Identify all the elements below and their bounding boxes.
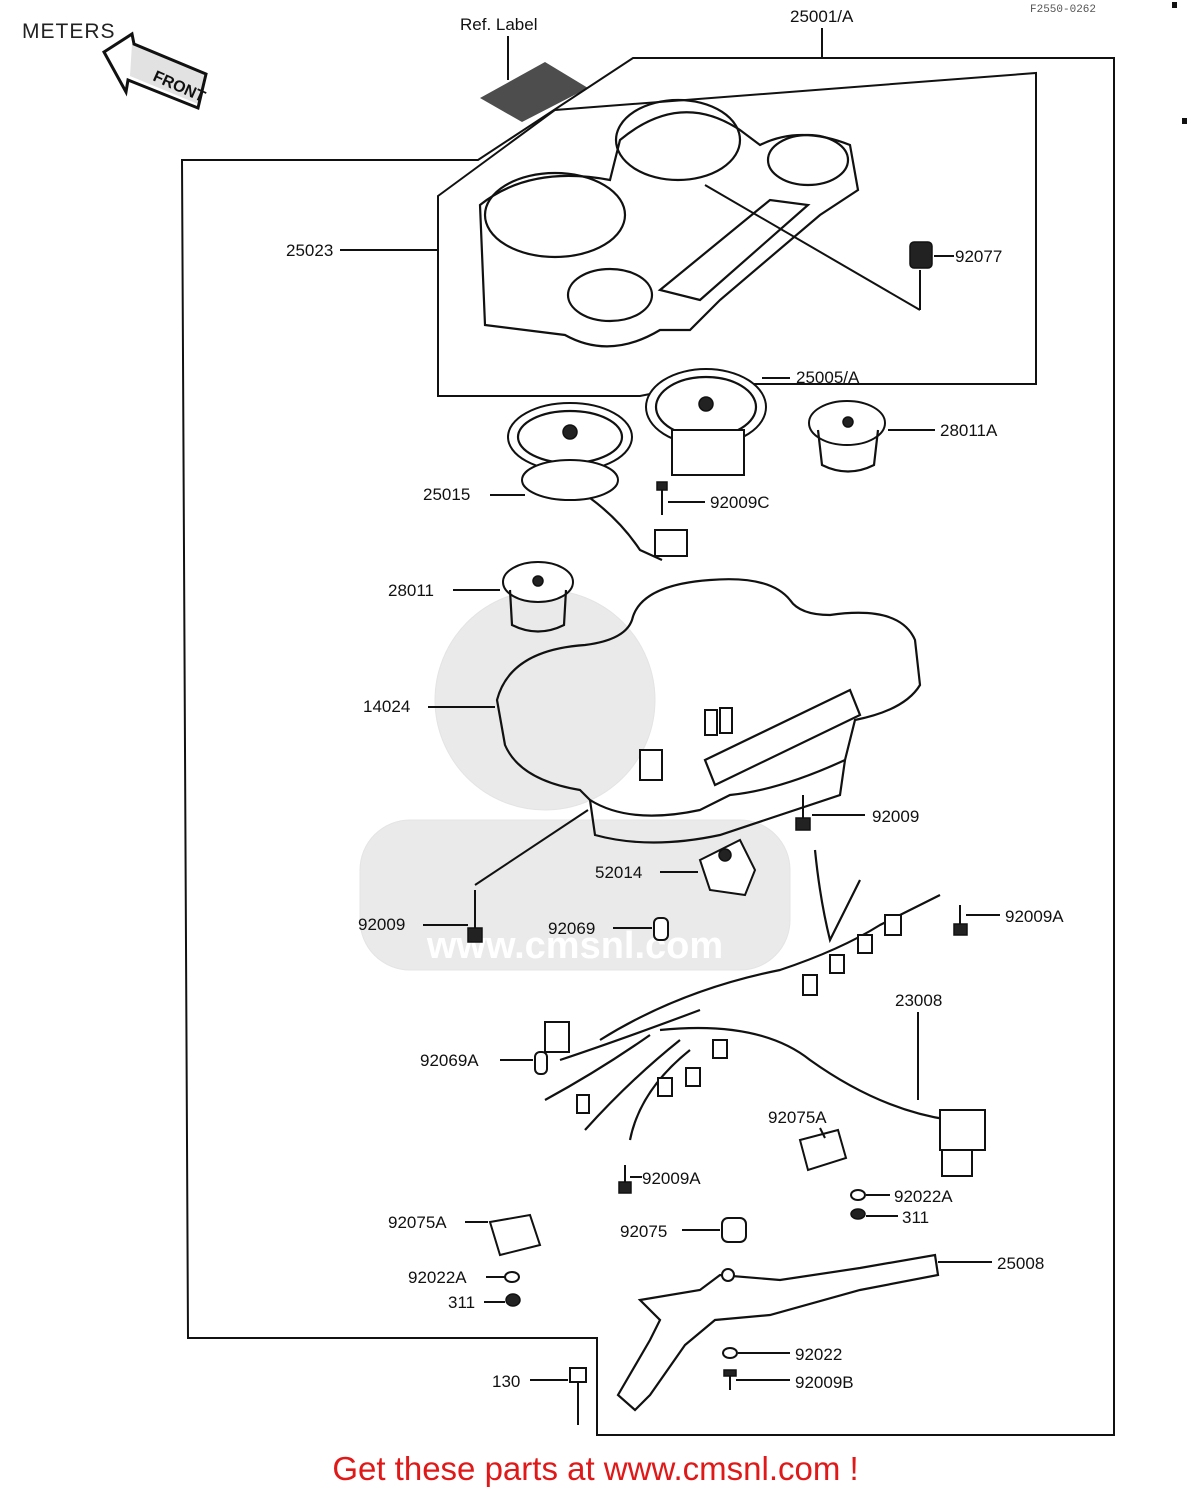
label-92009B: 92009B (795, 1373, 854, 1392)
label-28011: 28011 (388, 581, 434, 600)
screw-icon (656, 481, 668, 515)
grommet-92077 (704, 184, 933, 311)
gauge-28011 (502, 561, 574, 633)
diagram-code: F2550-0262 (1030, 4, 1096, 16)
label-92009A-right: 92009A (1005, 907, 1064, 926)
washer-icon (722, 1347, 738, 1359)
page-title: METERS (22, 20, 116, 43)
label-92022A-left: 92022A (408, 1268, 467, 1287)
label-52014: 52014 (595, 863, 642, 882)
label-23008: 23008 (895, 991, 942, 1010)
label-25023: 25023 (286, 241, 333, 260)
washer-icon (850, 1189, 866, 1201)
label-92009C: 92009C (710, 493, 770, 512)
leader-line (819, 1127, 826, 1139)
ref-label-sticker (480, 62, 588, 122)
bracket-25008 (616, 1253, 940, 1412)
label-92075A-right: 92075A (768, 1108, 827, 1127)
screw-icon (953, 905, 968, 936)
label-ref-label: Ref. Label (460, 15, 538, 34)
damper-92075A-right (798, 1128, 848, 1172)
bulb-92069 (653, 917, 669, 941)
label-92069A: 92069A (420, 1051, 479, 1070)
screw-icon (795, 795, 811, 831)
nut-icon (850, 1208, 866, 1220)
front-arrow-icon: FRONT (102, 31, 208, 111)
nut-icon (505, 1293, 521, 1307)
screw-icon (723, 1369, 737, 1390)
label-92022A-right: 92022A (894, 1187, 953, 1206)
label-92077: 92077 (955, 247, 1002, 266)
damper-92075A-left (488, 1213, 542, 1257)
leader-line (474, 809, 589, 886)
footer-link[interactable]: Get these parts at www.cmsnl.com ! (332, 1450, 859, 1487)
label-14024: 14024 (363, 697, 410, 716)
corner-mark (1182, 118, 1187, 124)
label-311-left: 311 (448, 1293, 475, 1312)
label-92009-left: 92009 (358, 915, 405, 934)
label-92075A-left: 92075A (388, 1213, 447, 1232)
label-92009-mid: 92009 (872, 807, 919, 826)
meters-exploded-diagram: www.cmsnl.com METERS F2550-0262 FRONT Re… (22, 2, 1187, 1436)
meter-cover-25023 (478, 98, 860, 348)
label-92075: 92075 (620, 1222, 667, 1241)
assembly-outline (180, 57, 1115, 1436)
screw-icon (618, 1165, 632, 1194)
label-311-right: 311 (902, 1208, 929, 1227)
socket-52014 (698, 838, 757, 897)
label-25015: 25015 (423, 485, 470, 504)
screw-icon (569, 1367, 587, 1425)
meter-case-14024 (495, 578, 922, 844)
speedometer-25015 (507, 402, 688, 562)
bulb-92069A (534, 1051, 548, 1075)
label-28011A: 28011A (940, 421, 998, 440)
damper-92075 (721, 1217, 747, 1243)
label-92069: 92069 (548, 919, 595, 938)
corner-mark (1172, 2, 1177, 8)
washer-icon (504, 1271, 520, 1283)
label-25008: 25008 (997, 1254, 1044, 1273)
gauge-28011A (808, 400, 886, 473)
tachometer-25005A (645, 368, 767, 476)
screw-icon (467, 890, 483, 943)
label-92022: 92022 (795, 1345, 842, 1364)
label-25001A: 25001/A (790, 7, 854, 26)
wire-harness-23008 (544, 849, 986, 1177)
label-92009A-low: 92009A (642, 1169, 701, 1188)
label-130: 130 (492, 1372, 520, 1391)
meter-cover-outline (437, 71, 1037, 397)
label-25005A: 25005/A (796, 368, 860, 387)
